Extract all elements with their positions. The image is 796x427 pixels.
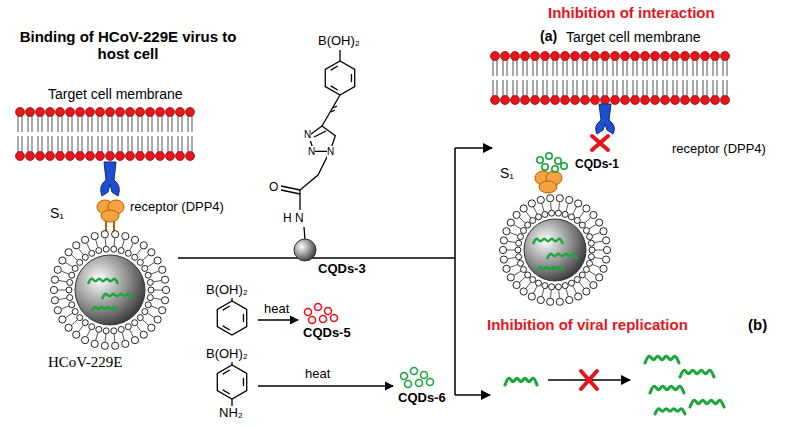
carbon-dots (305, 304, 338, 324)
part-label: receptor (DPP4) (672, 142, 766, 157)
receptor-symbol (101, 104, 615, 196)
atom-label: O (269, 181, 278, 195)
condition-label: heat (305, 367, 330, 382)
panel-letter: (b) (748, 316, 767, 333)
viral-rna (505, 356, 724, 414)
virus-particle (499, 195, 610, 306)
atom-label: B(OH)₂ (206, 347, 248, 362)
part-label: Target cell membrane (48, 86, 183, 102)
panel-heading: Binding of HCoV-229E virus to host cell (8, 28, 248, 63)
cell-membrane (16, 108, 195, 161)
spike-stalk (106, 192, 552, 232)
atom-label: NH₂ (219, 406, 243, 421)
virus-particle (50, 231, 169, 350)
inhibition-cross (581, 371, 597, 389)
atom-label: N (295, 212, 304, 226)
carbon-dots (537, 153, 567, 172)
part-label: receptor (DPP4) (130, 200, 224, 215)
compound-label: CQDs-3 (318, 262, 366, 277)
compound-label: CQDs-1 (575, 158, 619, 172)
virus-label: HCoV-229E (48, 354, 122, 371)
panel-letter: (a) (540, 28, 557, 44)
atom-label: N (304, 129, 311, 141)
atom-label: B(OH)₂ (318, 34, 360, 49)
reaction-arrow (232, 298, 393, 406)
condition-label: heat (264, 302, 289, 317)
atom-label: N (308, 146, 315, 158)
atom-label: N (327, 146, 334, 158)
compound-label: CQDs-5 (303, 326, 351, 341)
spike-protein (97, 171, 562, 222)
atom-label: B(OH)₂ (206, 283, 248, 298)
compound-label: CQDs-6 (398, 391, 446, 406)
chemical-structure (281, 50, 340, 240)
part-label: S₁ (500, 165, 514, 181)
inhibition-cross (592, 136, 608, 150)
nanoparticle (294, 239, 316, 261)
cell-membrane (491, 52, 730, 105)
part-label: S₁ (50, 205, 64, 221)
atom-label: H (283, 212, 292, 226)
reaction-arrow (178, 148, 492, 395)
carbon-dots (401, 368, 434, 388)
part-label: Target cell membrane (566, 29, 701, 45)
panel-heading: Inhibition of viral replication (487, 316, 688, 333)
panel-heading: Inhibition of interaction (548, 4, 715, 21)
